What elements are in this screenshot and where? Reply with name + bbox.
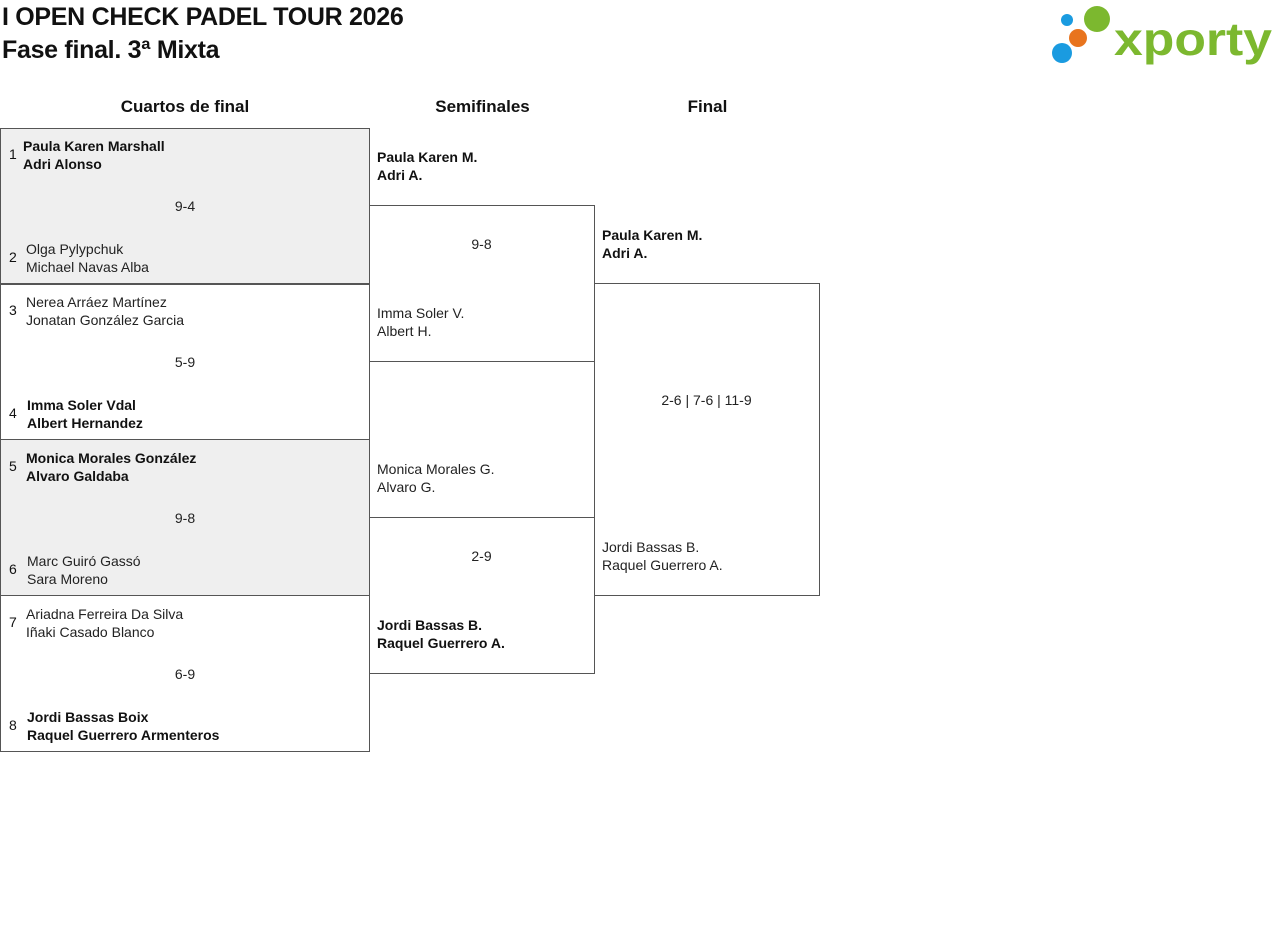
seed-number: 4 [9,405,17,421]
player-name: Marc Guiró Gassó [27,553,141,569]
player-name: Adri A. [377,167,423,183]
player-name: Jonatan González Garcia [26,312,184,328]
xporty-logo: xporty [1052,6,1272,65]
logo-dot-green [1084,6,1110,32]
final-score: 2-6 | 7-6 | 11-9 [661,392,752,408]
logo-text: xporty [1114,13,1272,65]
player-name: Raquel Guerrero A. [602,557,723,573]
player-name: Jordi Bassas Boix [27,709,149,725]
player-name: Ariadna Ferreira Da Silva [26,606,184,622]
match-score: 9-8 [174,510,196,526]
player-name: Adri Alonso [23,156,102,172]
seed-number: 1 [9,146,17,162]
final-team-top: Paula Karen M. Adri A. [602,226,702,262]
match-score: 9-4 [174,198,196,214]
quarterfinal-match-1: 1 Paula Karen Marshall Adri Alonso 9-4 2… [0,128,370,285]
semifinal-2-team-top: Monica Morales G. Alvaro G. [377,460,494,496]
player-name: Paula Karen Marshall [23,138,165,154]
player-name: Jordi Bassas B. [602,539,700,555]
player-name: Monica Morales González [26,450,197,466]
round-header-final: Final [687,97,728,116]
seed-number: 7 [9,614,17,630]
final-bracket [594,283,820,596]
round-header-quarterfinals: Cuartos de final [120,97,250,116]
player-name: Paula Karen M. [377,149,478,165]
team-entry: Olga Pylypchuk Michael Navas Alba [26,240,149,276]
logo-dot-blue [1052,43,1072,63]
team-entry: Marc Guiró Gassó Sara Moreno [27,552,141,588]
seed-number: 3 [9,302,17,318]
player-name: Raquel Guerrero A. [377,635,505,651]
player-name: Jordi Bassas B. [377,617,483,633]
player-name: Iñaki Casado Blanco [26,624,155,640]
player-name: Alvaro Galdaba [26,468,129,484]
match-score: 5-9 [174,354,196,370]
seed-number: 2 [9,249,17,265]
final-team-bottom: Jordi Bassas B. Raquel Guerrero A. [602,538,723,574]
team-entry: Ariadna Ferreira Da Silva Iñaki Casado B… [26,605,183,641]
quarterfinal-match-4: 7 Ariadna Ferreira Da Silva Iñaki Casado… [0,595,370,752]
page-title: I OPEN CHECK PADEL TOUR 2026 [2,3,404,31]
round-header-semifinals: Semifinales [435,97,530,116]
player-name: Adri A. [602,245,648,261]
seed-number: 6 [9,561,17,577]
player-name: Monica Morales G. [377,461,495,477]
team-entry: Jordi Bassas Boix Raquel Guerrero Arment… [27,708,219,744]
player-name: Alvaro G. [377,479,436,495]
quarterfinal-match-3: 5 Monica Morales González Alvaro Galdaba… [0,439,370,596]
semifinal-1-team-bottom: Imma Soler V. Albert H. [377,304,464,340]
team-entry: Nerea Arráez Martínez Jonatan González G… [26,293,184,329]
player-name: Imma Soler Vdal [27,397,136,413]
team-entry: Imma Soler Vdal Albert Hernandez [27,396,143,432]
semifinal-1-score: 9-8 [471,236,492,252]
semifinal-2-team-bottom: Jordi Bassas B. Raquel Guerrero A. [377,616,505,652]
player-name: Sara Moreno [27,571,108,587]
player-name: Imma Soler V. [377,305,465,321]
semifinal-1-team-top: Paula Karen M. Adri A. [377,148,477,184]
player-name: Albert H. [377,323,432,339]
player-name: Albert Hernandez [27,415,143,431]
team-entry: Monica Morales González Alvaro Galdaba [26,449,196,485]
player-name: Raquel Guerrero Armenteros [27,727,220,743]
semifinal-2-score: 2-9 [471,548,492,564]
seed-number: 5 [9,458,17,474]
seed-number: 8 [9,717,17,733]
team-entry: Paula Karen Marshall Adri Alonso [23,137,165,173]
quarterfinal-match-2: 3 Nerea Arráez Martínez Jonatan González… [0,283,370,440]
player-name: Olga Pylypchuk [26,241,124,257]
logo-dot-orange [1069,29,1087,47]
player-name: Michael Navas Alba [26,259,149,275]
page-subtitle: Fase final. 3ª Mixta [2,36,220,64]
match-score: 6-9 [174,666,196,682]
player-name: Paula Karen M. [602,227,703,243]
logo-dot-blue-small [1061,14,1073,26]
player-name: Nerea Arráez Martínez [26,294,167,310]
